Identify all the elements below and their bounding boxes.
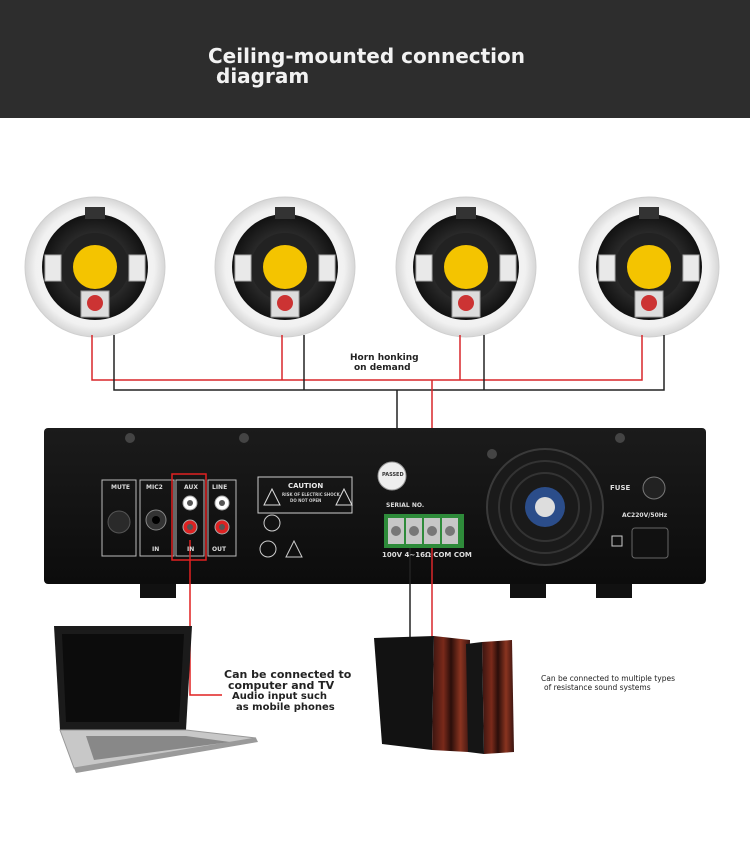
horn-line-1: Horn honking <box>350 353 419 363</box>
computer-annotation: Can be connected to computer and TV Audi… <box>224 669 351 713</box>
computer-line-2: computer and TV <box>228 679 335 692</box>
serial-label: SERIAL NO. <box>386 502 425 509</box>
resistance-line-1: Can be connected to multiple types <box>541 674 675 683</box>
laptop-illustration <box>54 626 258 773</box>
power-label: AC220V/50Hz <box>622 512 668 519</box>
page-title: Ceiling-mounted connection diagram <box>208 46 525 86</box>
computer-line-4: as mobile phones <box>236 702 335 713</box>
aux-label: AUX <box>184 484 198 491</box>
header-banner: Ceiling-mounted connection diagram <box>0 0 750 118</box>
title-line-2: diagram <box>216 64 310 88</box>
wood-speakers-illustration <box>374 636 514 754</box>
caution-sub-1: RISK OF ELECTRIC SHOCK <box>282 492 340 497</box>
line-out-label: OUT <box>212 546 227 553</box>
aux-cable <box>189 540 222 696</box>
ceiling-speaker-1 <box>24 196 166 338</box>
amplifier-rear-panel <box>44 428 706 598</box>
ceiling-speaker-2 <box>214 196 356 338</box>
caution-sub-2: DO NOT OPEN <box>290 498 322 503</box>
black-wire-bus <box>113 335 665 391</box>
resistance-line-2: of resistance sound systems <box>544 683 651 692</box>
aux-highlight-box <box>171 473 207 561</box>
computer-line-1: Can be connected to <box>224 668 352 681</box>
aux-in-label: IN <box>187 546 195 553</box>
horn-line-2: on demand <box>354 363 411 373</box>
caution-label: CAUTION <box>288 482 324 490</box>
resistance-annotation: Can be connected to multiple types of re… <box>541 674 675 692</box>
mic2-in-label: IN <box>152 546 160 553</box>
passed-sticker-label: PASSED <box>382 472 404 478</box>
ceiling-speaker-3 <box>395 196 537 338</box>
computer-line-3: Audio input such <box>232 691 327 702</box>
title-line-1: Ceiling-mounted connection <box>208 44 526 68</box>
mute-label: MUTE <box>111 484 131 491</box>
mic2-label: MIC2 <box>146 484 163 491</box>
fuse-label: FUSE <box>610 484 631 492</box>
line-label: LINE <box>212 484 228 491</box>
ceiling-speaker-4 <box>578 196 720 338</box>
horn-annotation: Horn honking on demand <box>350 353 419 373</box>
terminal-label: 100V 4~16Ω COM COM <box>382 551 472 559</box>
red-wire-bus <box>91 335 643 381</box>
